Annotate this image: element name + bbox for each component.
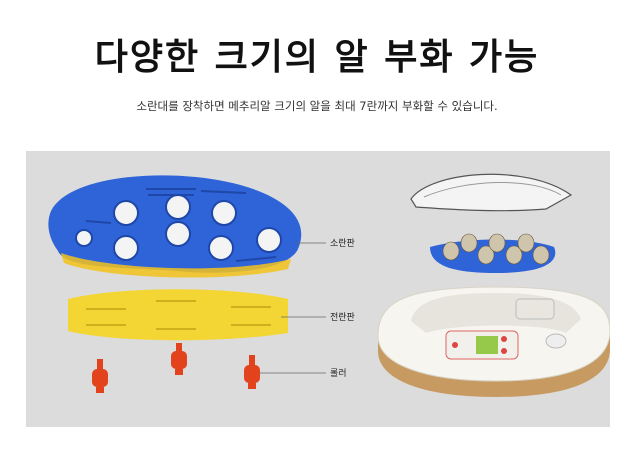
- page-title: 다양한 크기의 알 부화 가능: [94, 37, 540, 78]
- roller-label: 롤러: [330, 368, 347, 379]
- page-subtitle: 소란대를 장착하면 메추리알 크기의 알을 최대 7란까지 부화할 수 있습니다…: [136, 99, 498, 113]
- incubator-base-image: [377, 286, 610, 397]
- product-image-panel: 소란판 전란판: [26, 151, 610, 427]
- small-egg-tray-image: 소란판: [48, 175, 355, 278]
- egg-tray-with-eggs-image: [430, 233, 556, 273]
- transfer-plate-image: 전란판: [68, 289, 355, 341]
- incubator-parts-illustration: 소란판 전란판: [48, 173, 610, 397]
- roller-image: 롤러: [92, 343, 347, 393]
- small-tray-label: 소란판: [330, 237, 355, 249]
- transfer-plate-label: 전란판: [330, 311, 355, 323]
- incubator-lid-image: [410, 173, 573, 212]
